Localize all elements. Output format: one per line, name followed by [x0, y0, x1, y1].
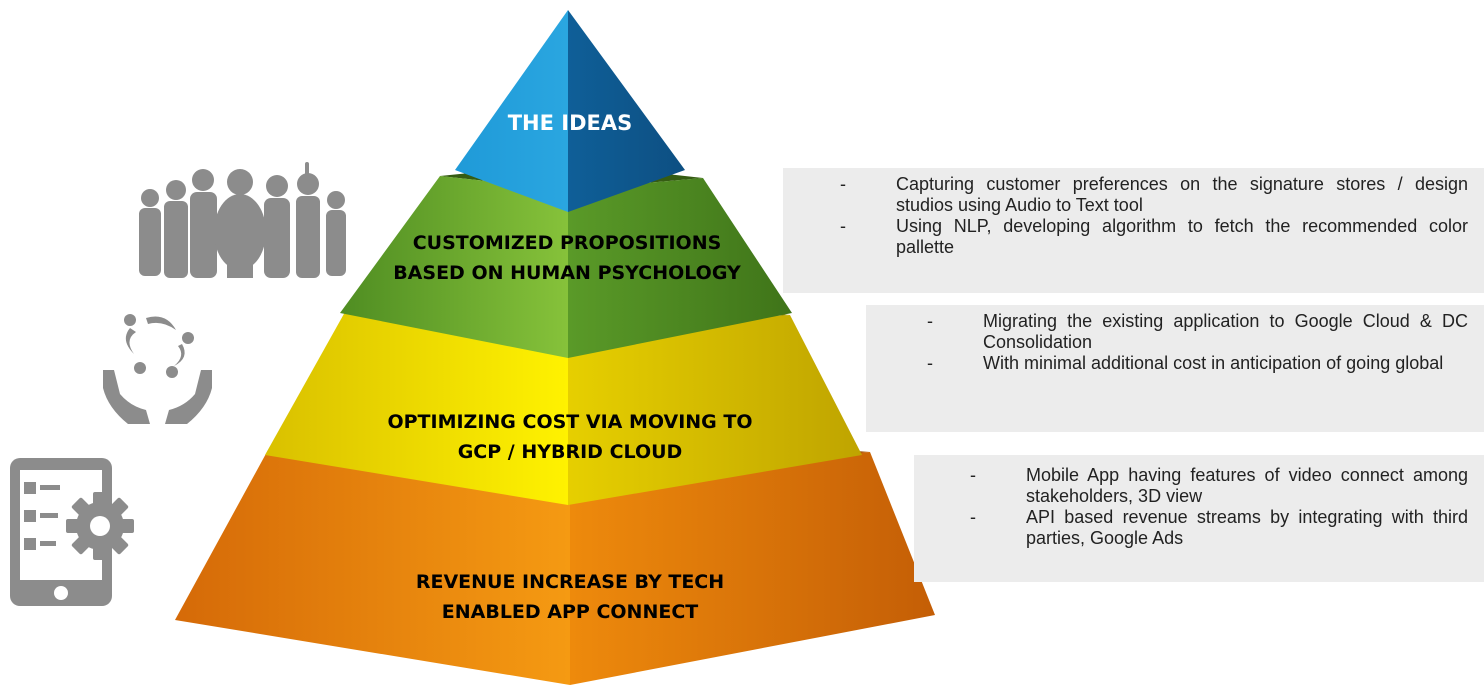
bullet-text: Capturing customer preferences on the si…: [896, 174, 1468, 215]
bullet-text: API based revenue streams by integrating…: [1026, 507, 1468, 548]
tier-propositions-label: CUSTOMIZED PROPOSITIONS BASED ON HUMAN P…: [393, 232, 741, 284]
bullet-text: With minimal additional cost in anticipa…: [983, 353, 1444, 373]
bullet-dash: -: [970, 465, 976, 485]
bullet-text: Mobile App having features of video conn…: [1026, 465, 1468, 506]
bullet-dash: -: [840, 174, 846, 194]
panel-cost-bullet-1: - Migrating the existing application to …: [927, 311, 1468, 353]
gear-icon: [66, 492, 134, 560]
tier-cost-left-face: [265, 312, 568, 505]
panel-revenue: - Mobile App having features of video co…: [914, 455, 1484, 582]
mobile-app-settings-icon: [10, 458, 134, 606]
panel-cost-bullet-2: - With minimal additional cost in antici…: [927, 353, 1468, 374]
tier-cost-right-face: [568, 315, 862, 505]
bullet-text: Using NLP, developing algorithm to fetch…: [896, 216, 1468, 257]
pyramid-diagram: [175, 10, 935, 685]
bullet-dash: -: [927, 311, 933, 331]
tier-propositions-left-face: [340, 176, 568, 358]
tier-ideas-left-face: [455, 10, 568, 212]
panel-cost: - Migrating the existing application to …: [866, 305, 1484, 432]
panel-propositions: - Capturing customer preferences on the …: [783, 168, 1484, 293]
tier-ideas: [455, 10, 685, 212]
tier-revenue-left-face: [175, 450, 570, 685]
bullet-text: Migrating the existing application to Go…: [983, 311, 1468, 352]
tier-revenue-label: REVENUE INCREASE BY TECH ENABLED APP CON…: [415, 571, 725, 623]
bullet-dash: -: [840, 216, 846, 236]
bullet-dash: -: [970, 507, 976, 527]
bullet-dash: -: [927, 353, 933, 373]
tier-ideas-right-face: [568, 10, 685, 212]
tier-cost-label: OPTIMIZING COST VIA MOVING TO GCP / HYBR…: [387, 411, 753, 463]
panel-revenue-bullet-2: - API based revenue streams by integrati…: [970, 507, 1468, 549]
people-group-icon: [139, 162, 346, 278]
tier-revenue: [175, 430, 935, 685]
panel-propositions-bullet-1: - Capturing customer preferences on the …: [840, 174, 1468, 216]
tier-ideas-label: THE IDEAS: [507, 111, 633, 135]
panel-revenue-bullet-1: - Mobile App having features of video co…: [970, 465, 1468, 507]
panel-propositions-bullet-2: - Using NLP, developing algorithm to fet…: [840, 216, 1468, 258]
tier-propositions-right-face: [568, 178, 792, 358]
tier-revenue-right-face: [570, 452, 935, 685]
hands-collaboration-icon: [103, 314, 212, 424]
